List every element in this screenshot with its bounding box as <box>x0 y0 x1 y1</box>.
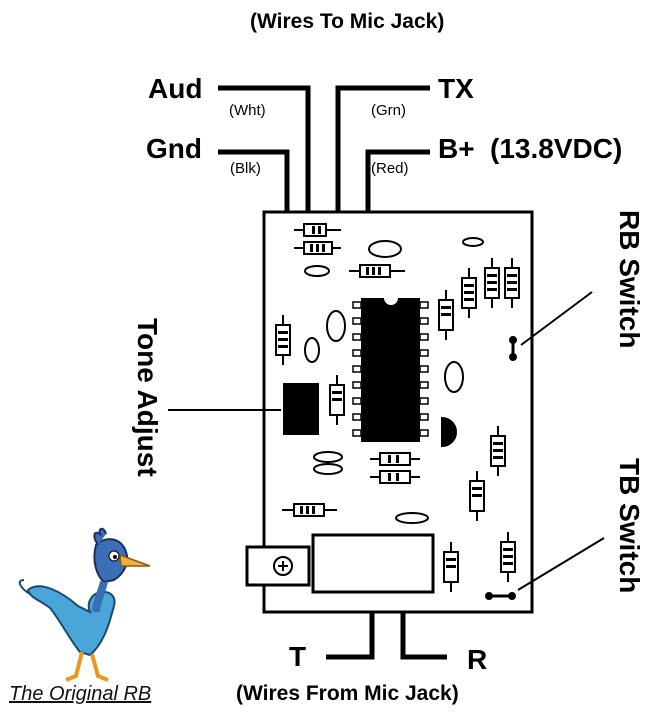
transistor <box>441 416 457 448</box>
tb-switch <box>485 592 516 600</box>
capacitor <box>313 463 343 475</box>
capacitor <box>304 337 320 363</box>
resistor <box>379 470 411 484</box>
ic-chip <box>352 298 429 442</box>
bottom-wires <box>326 612 447 660</box>
trimmer-pot <box>245 545 311 587</box>
t-label: T <box>289 641 307 672</box>
tb-switch-pointer <box>517 537 605 591</box>
top-wires <box>218 85 430 212</box>
bplus-color-label: (Red) <box>371 160 409 177</box>
rb-switch-pointer <box>520 291 593 346</box>
rb-switch <box>509 336 517 361</box>
bplus-label: B+ <box>438 133 475 164</box>
tx-wire <box>335 85 430 212</box>
credit-caption: The Original RB <box>9 683 152 705</box>
resistor <box>379 452 411 466</box>
gnd-color-label: (Blk) <box>230 160 261 177</box>
capacitor <box>444 361 464 393</box>
aud-wire <box>218 85 311 212</box>
t-wire <box>326 612 375 660</box>
voltage-label: (13.8VDC) <box>490 133 623 164</box>
roadrunner-illustration <box>18 527 151 682</box>
tx-color-label: (Grn) <box>371 102 406 119</box>
aud-label: Aud <box>148 73 203 104</box>
r-wire <box>400 612 447 660</box>
gnd-wire <box>218 149 290 212</box>
capacitor <box>304 265 330 277</box>
tx-label: TX <box>438 73 474 104</box>
capacitor <box>395 512 429 524</box>
capacitor <box>462 237 484 247</box>
bottom-caption: (Wires From Mic Jack) <box>236 682 459 705</box>
tone-adjust-pot <box>283 383 319 435</box>
top-caption: (Wires To Mic Jack) <box>250 10 445 33</box>
aud-color-label: (Wht) <box>229 102 266 119</box>
relay <box>311 533 435 594</box>
r-label: R <box>467 644 488 675</box>
capacitor <box>326 310 346 342</box>
bplus-wire <box>365 149 430 212</box>
capacitor <box>368 240 402 258</box>
capacitor <box>313 451 343 463</box>
gnd-label: Gnd <box>146 133 202 164</box>
